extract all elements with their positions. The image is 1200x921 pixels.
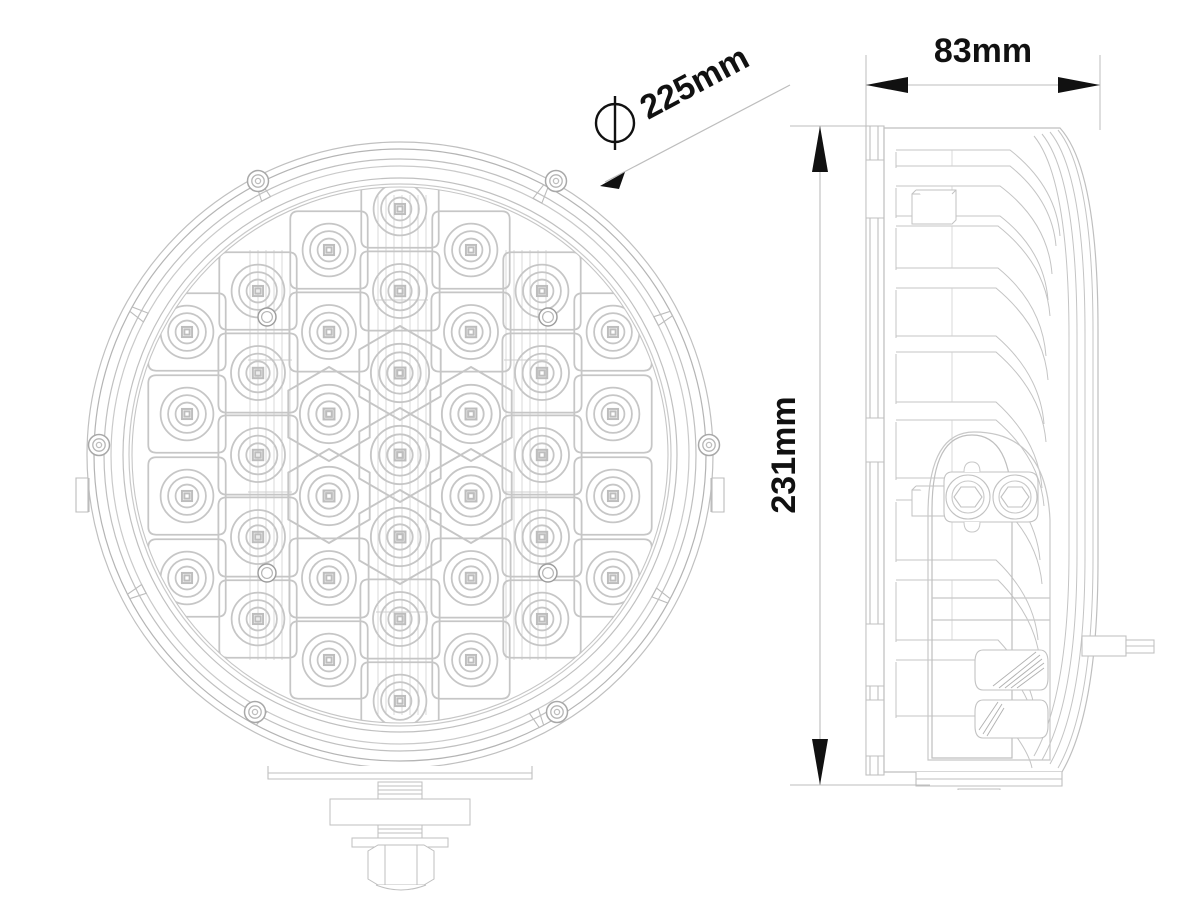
mount-hex-nut bbox=[367, 844, 435, 891]
wire-exit bbox=[1081, 635, 1155, 657]
height-arrow-bottom bbox=[812, 739, 828, 785]
side-mount-pad bbox=[915, 772, 1063, 787]
side-mount-tab-left bbox=[75, 477, 90, 513]
bracket-pivot-bolt-right bbox=[992, 474, 1038, 520]
diameter-dimension: 225mm bbox=[594, 38, 791, 189]
side-rear-shell-contours bbox=[1033, 129, 1094, 769]
bracket-slot-lower bbox=[974, 699, 1049, 739]
depth-arrow-left bbox=[866, 77, 908, 93]
depth-arrow-right bbox=[1058, 77, 1100, 93]
side-view bbox=[865, 125, 1155, 895]
height-value-label: 231mm bbox=[765, 396, 803, 513]
bracket-slot-upper bbox=[974, 649, 1049, 691]
side-mount-hex-nut bbox=[948, 852, 1012, 895]
height-arrow-top bbox=[812, 126, 828, 172]
led-ring-3 bbox=[147, 187, 653, 723]
bracket-pivot-bolt-left bbox=[945, 474, 991, 520]
side-mount-bracket-plate bbox=[910, 806, 1048, 832]
front-view bbox=[75, 141, 725, 891]
depth-dimension: 83mm bbox=[865, 32, 1101, 130]
height-dimension: 231mm bbox=[765, 125, 930, 786]
stud-thread-lower bbox=[377, 824, 423, 840]
front-mount-stud-assembly bbox=[329, 781, 471, 891]
diameter-value-label: 225mm bbox=[634, 38, 755, 127]
side-mount-washer bbox=[932, 845, 1026, 854]
diameter-symbol bbox=[594, 96, 636, 150]
diameter-leader-line bbox=[604, 84, 791, 183]
stud-thread-upper bbox=[377, 781, 423, 800]
front-mount-pad bbox=[267, 766, 533, 780]
diameter-arrowhead bbox=[600, 172, 625, 189]
bracket-pivot-tabs bbox=[963, 461, 981, 533]
side-mount-stud-assembly bbox=[910, 788, 1048, 895]
mount-bracket-plate bbox=[329, 798, 471, 826]
side-stud-thread-lower bbox=[958, 832, 1000, 846]
side-fin-recess bbox=[911, 189, 957, 225]
lens-boundary bbox=[131, 186, 669, 724]
side-rim-tabs bbox=[865, 159, 885, 757]
side-stud-thread-upper bbox=[957, 788, 1001, 790]
led-core-hex-cluster bbox=[287, 324, 513, 586]
depth-value-label: 83mm bbox=[934, 32, 1032, 70]
side-mount-tab-right bbox=[710, 477, 725, 513]
led-array bbox=[147, 187, 653, 723]
